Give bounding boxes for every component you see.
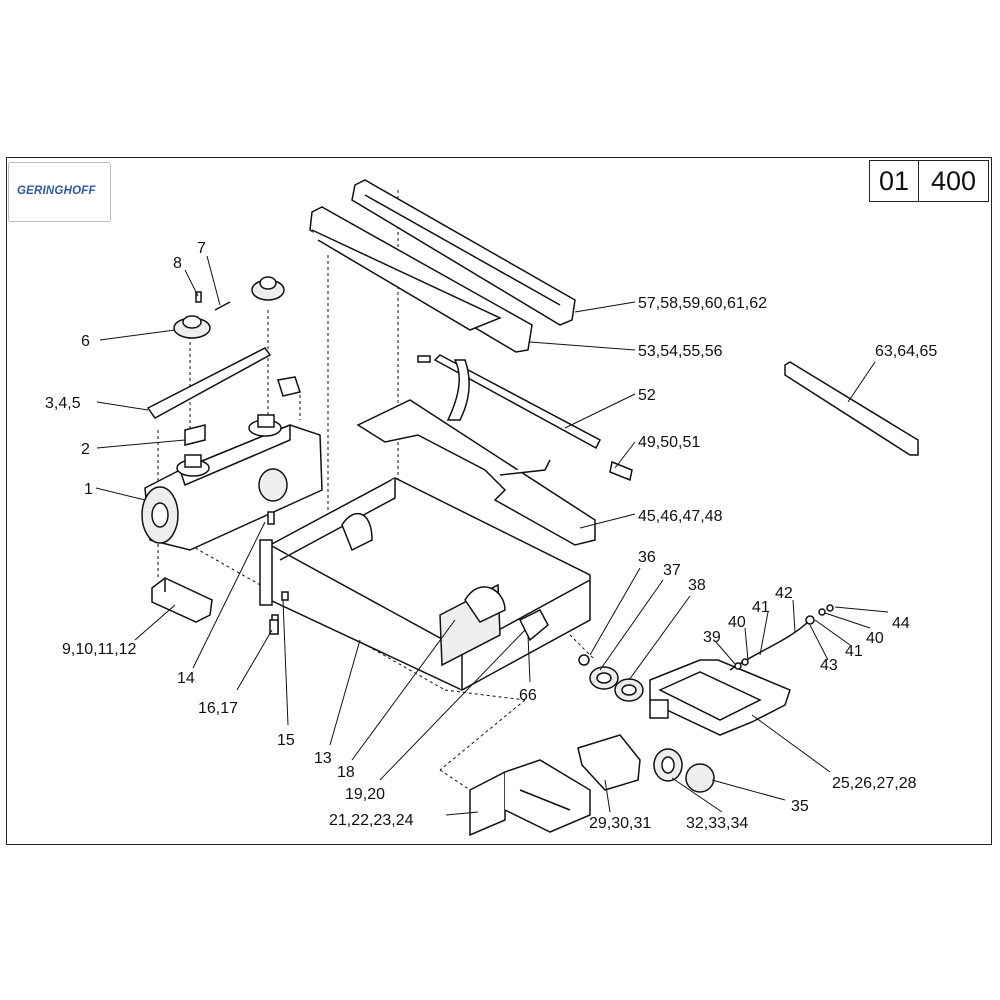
callout-39: 39 bbox=[703, 629, 721, 646]
brand-logo: GERINGHOFF bbox=[8, 162, 111, 222]
callout-16-17: 16,17 bbox=[198, 700, 238, 717]
page-code-box: 01 400 bbox=[869, 160, 989, 202]
callout-1: 1 bbox=[84, 481, 93, 498]
callout-labels: 7 8 6 3,4,5 2 1 9,10,11,12 14 16,17 15 1… bbox=[45, 240, 937, 832]
callout-38: 38 bbox=[688, 577, 706, 594]
callout-3-4-5: 3,4,5 bbox=[45, 395, 81, 412]
callout-13: 13 bbox=[314, 750, 332, 767]
part-bearing-32 bbox=[653, 748, 715, 793]
callout-41: 41 bbox=[752, 599, 770, 616]
callout-57-62: 57,58,59,60,61,62 bbox=[638, 295, 767, 312]
callout-25-28: 25,26,27,28 bbox=[832, 775, 917, 792]
part-bracket-29 bbox=[577, 734, 641, 791]
part-plate-45 bbox=[356, 399, 596, 546]
part-gearbox bbox=[141, 414, 323, 551]
callout-44: 44 bbox=[892, 615, 910, 632]
callout-43: 43 bbox=[820, 657, 838, 674]
part-assembly-25 bbox=[649, 659, 791, 736]
callout-63-64-65: 63,64,65 bbox=[875, 343, 937, 360]
part-channels bbox=[309, 179, 576, 353]
page-code-group: 01 bbox=[870, 161, 919, 201]
part-rod-52 bbox=[417, 354, 633, 482]
callout-7: 7 bbox=[197, 240, 206, 257]
part-hose-42 bbox=[729, 604, 834, 671]
callout-18: 18 bbox=[337, 764, 355, 781]
callout-32-33-34: 32,33,34 bbox=[686, 815, 748, 832]
callout-9-10-11-12: 9,10,11,12 bbox=[62, 641, 137, 658]
callout-41-b: 41 bbox=[845, 643, 863, 660]
callout-29-30-31: 29,30,31 bbox=[589, 815, 651, 832]
callout-2: 2 bbox=[81, 441, 90, 458]
callout-19-20: 19,20 bbox=[345, 786, 385, 803]
brand-logo-text: GERINGHOFF bbox=[17, 185, 96, 197]
part-plate bbox=[146, 347, 301, 446]
part-bolts bbox=[269, 591, 289, 635]
part-66 bbox=[518, 609, 549, 642]
callout-36: 36 bbox=[638, 549, 656, 566]
callout-52: 52 bbox=[638, 387, 656, 404]
page-code-number: 400 bbox=[930, 165, 977, 196]
callout-40-b: 40 bbox=[866, 630, 884, 647]
callout-53-56: 53,54,55,56 bbox=[638, 343, 723, 360]
part-bracket-63 bbox=[784, 361, 919, 456]
callout-8: 8 bbox=[173, 255, 182, 272]
part-mount-21 bbox=[469, 759, 591, 837]
callout-15: 15 bbox=[277, 732, 295, 749]
leader-lines bbox=[95, 255, 889, 816]
callout-6: 6 bbox=[81, 333, 90, 350]
callout-37: 37 bbox=[663, 562, 681, 579]
drawing-frame bbox=[6, 157, 992, 845]
callout-45-48: 45,46,47,48 bbox=[638, 508, 723, 525]
callout-40: 40 bbox=[728, 614, 746, 631]
callout-66: 66 bbox=[519, 687, 537, 704]
part-spacer-block bbox=[151, 577, 213, 623]
callout-35: 35 bbox=[791, 798, 809, 815]
callout-42: 42 bbox=[775, 585, 793, 602]
part-gaskets bbox=[578, 654, 644, 702]
callout-21-22-23-24: 21,22,23,24 bbox=[329, 812, 414, 829]
callout-14: 14 bbox=[177, 670, 195, 687]
part-knobs bbox=[173, 276, 285, 339]
callout-49-50-51: 49,50,51 bbox=[638, 434, 700, 451]
